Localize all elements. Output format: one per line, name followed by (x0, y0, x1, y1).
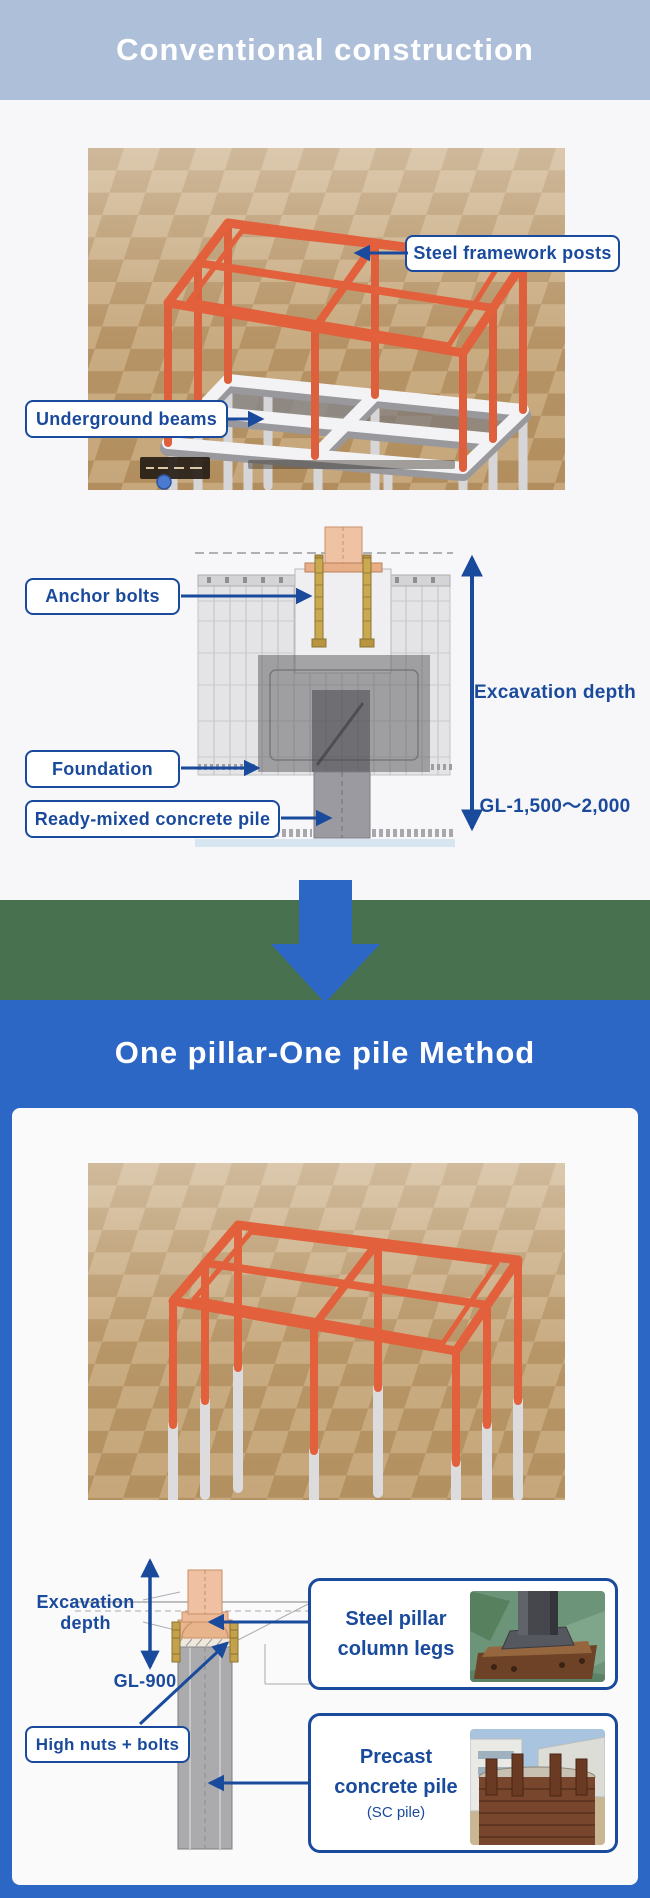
one-pillar-3d-render (88, 1163, 565, 1500)
card-text: Steel pillar column legs (321, 1581, 471, 1687)
green-divider-band (0, 900, 650, 1000)
dim-text-line: depth (60, 1613, 111, 1633)
progress-bar (248, 460, 455, 469)
dim-text-line: GL-900 (113, 1671, 177, 1691)
dim-text-line: GL-1,500〜2,000 (479, 796, 631, 817)
conventional-title: Conventional construction (116, 32, 534, 67)
excavation-depth-text-2: Excavation depth (28, 1592, 143, 1634)
one-pillar-title: One pillar-One pile Method (114, 1034, 536, 1070)
card-text-line: concrete pile (334, 1776, 458, 1798)
label-underground-beams: Underground beams (25, 400, 228, 438)
conventional-3d-render (88, 148, 565, 490)
card-text-line: Steel pillar (345, 1608, 447, 1630)
label-text: Steel framework posts (413, 243, 612, 263)
card-text: Precast concrete pile (SC pile) (321, 1716, 471, 1850)
label-steel-framework-posts: Steel framework posts (405, 235, 620, 272)
label-text: Ready-mixed concrete pile (34, 808, 271, 829)
video-scrubber (140, 457, 455, 490)
column-leg-base (177, 1619, 233, 1639)
one-pillar-header-band: One pillar-One pile Method (0, 1000, 650, 1105)
conventional-foundation-drawing (195, 526, 455, 847)
card-steel-pillar-column-legs: Steel pillar column legs (308, 1578, 618, 1690)
label-text: Anchor bolts (45, 586, 160, 606)
column-leg-photo (470, 1591, 605, 1682)
precast-piles (168, 1363, 523, 1500)
precast-pile-photo (470, 1729, 605, 1845)
label-text: High nuts + bolts (35, 1734, 180, 1754)
anchor-bolts-graphic (311, 554, 375, 648)
base-plate (304, 562, 383, 573)
excavation-depth-text-1: Excavation depth (460, 682, 650, 703)
card-text-subline: (SC pile) (366, 1804, 426, 1821)
dim-text-line: Excavation (36, 1592, 135, 1612)
pile-brackets (485, 1753, 588, 1797)
label-high-nuts-bolts: High nuts + bolts (25, 1726, 190, 1763)
steel-top-frame (168, 1220, 523, 1356)
card-text-line: Precast (359, 1746, 433, 1768)
steel-posts (169, 1221, 522, 1467)
card-precast-concrete-pile: Precast concrete pile (SC pile) (308, 1713, 618, 1853)
dim-text-line: Excavation depth (473, 682, 637, 703)
gl-depth-text-2: GL-900 (105, 1671, 185, 1692)
label-ready-mixed-concrete-pile: Ready-mixed concrete pile (25, 800, 280, 838)
conventional-header-band: Conventional construction (0, 0, 650, 100)
label-foundation: Foundation (25, 750, 180, 788)
label-text: Foundation (52, 758, 153, 779)
label-anchor-bolts: Anchor bolts (25, 578, 180, 615)
steel-column (324, 526, 363, 566)
playhead-knob (156, 474, 172, 490)
label-text: Underground beams (35, 408, 218, 429)
card-text-line: column legs (337, 1638, 455, 1660)
gl-depth-text-1: GL-1,500〜2,000 (460, 796, 650, 817)
steel-posts (164, 219, 527, 472)
